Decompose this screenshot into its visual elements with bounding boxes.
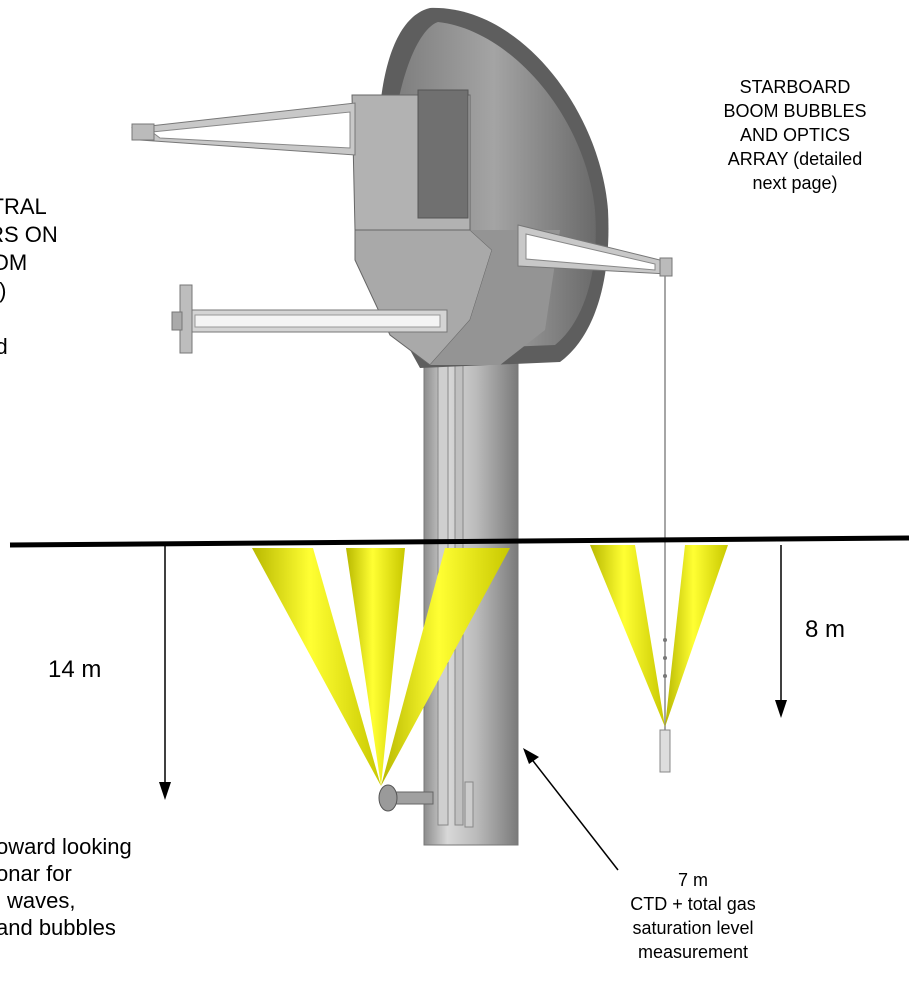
ctd-label-line-3: saturation level	[632, 918, 754, 938]
ctd-label-line-4: measurement	[637, 942, 749, 962]
sonar-label-line-1: oward looking	[0, 834, 132, 859]
left-label-line-4: , Ed)	[0, 277, 58, 305]
sonar-cones-right	[590, 545, 728, 727]
ctd-label-line-2: CTD + total gas	[630, 894, 756, 914]
spectral-radiometer-label: ECTRAL TERS ON BOOM , Ed) ward o	[0, 193, 58, 389]
starboard-label-line-4: ARRAY (detailed	[727, 149, 863, 169]
starboard-label-line-3: AND OPTICS	[739, 125, 850, 145]
port-upper-boom	[131, 102, 356, 156]
starboard-boom	[517, 224, 673, 773]
left-label-line-3: BOOM	[0, 250, 28, 275]
depth-arrow-8m	[775, 545, 787, 718]
ctd-pointer-arrow	[523, 748, 619, 871]
starboard-label-line-2: BOOM BUBBLES	[723, 101, 867, 121]
left-label-line-6: ward	[0, 334, 8, 359]
sonar-label: oward looking onar for l waves, and bubb…	[0, 833, 132, 941]
buoy-housing	[351, 7, 609, 368]
sonar-label-line-3: l waves,	[0, 888, 76, 913]
sonar-label-line-2: onar for	[0, 861, 72, 886]
sonar-label-line-4: and bubbles	[0, 915, 116, 940]
depth-label-14m: 14 m	[48, 656, 102, 683]
left-label-line-1: ECTRAL	[0, 194, 47, 219]
depth-label-8m: 8 m	[805, 616, 846, 643]
left-label-gap	[0, 305, 58, 333]
waterline	[9, 535, 909, 548]
ctd-label-line-1: 7 m	[677, 870, 708, 890]
left-label-line-7: o	[0, 361, 58, 389]
left-label-line-2: TERS ON	[0, 222, 58, 247]
sonar-cones-left	[252, 548, 510, 786]
starboard-label-line-5: next page)	[752, 173, 838, 193]
sonar-transducer	[378, 781, 474, 828]
depth-arrow-14m	[159, 545, 171, 800]
port-lower-boom	[171, 284, 448, 354]
starboard-label-line-1: STARBOARD	[739, 77, 851, 97]
